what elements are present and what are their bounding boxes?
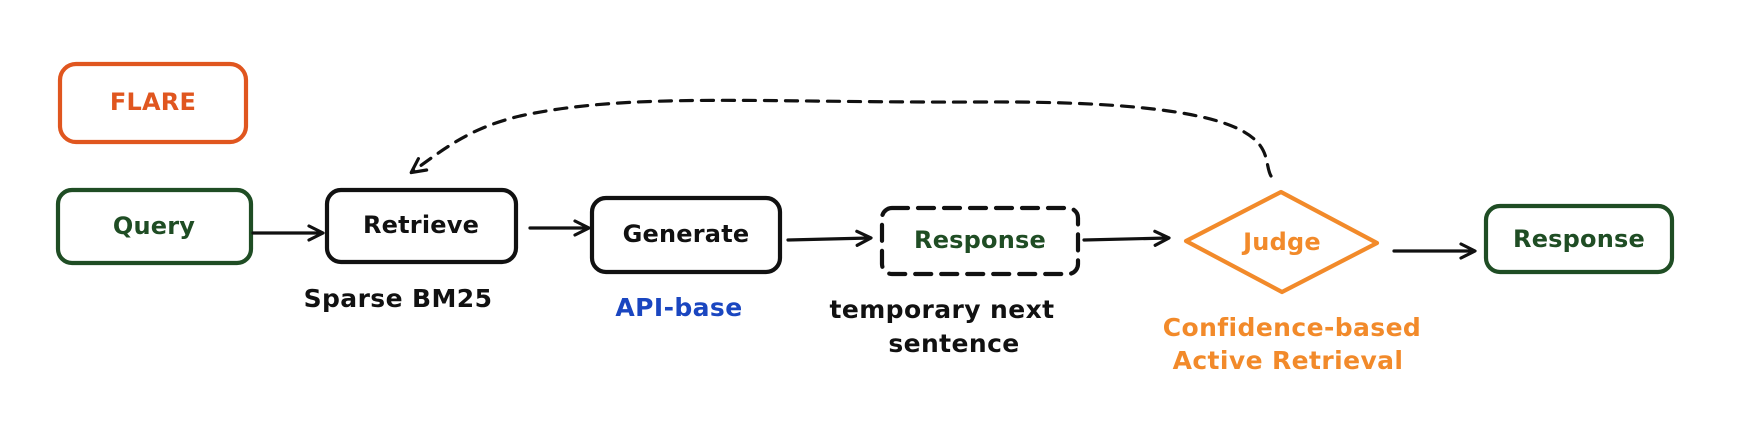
retrieve-caption: Sparse BM25 <box>304 284 493 313</box>
generate-label: Generate <box>623 220 750 248</box>
query-node: Query <box>55 187 254 266</box>
arrow-response-to-judge <box>1082 229 1171 247</box>
dashed-feedback-arrow <box>409 98 1273 178</box>
arrow-generate-to-response <box>786 229 873 247</box>
final-response-label: Response <box>1513 225 1645 253</box>
temp-response-caption-line1: temporary next <box>830 295 1055 324</box>
retrieve-label: Retrieve <box>363 211 479 239</box>
judge-caption-line1: Confidence-based <box>1163 313 1421 342</box>
judge-label: Judge <box>1241 228 1321 256</box>
final-response-node: Response <box>1483 203 1675 275</box>
temp-response-node: Response temporary next sentence <box>830 205 1081 358</box>
temp-response-label: Response <box>914 226 1046 254</box>
title-node: FLARE <box>57 61 249 145</box>
retrieve-node: Retrieve Sparse BM25 <box>304 187 519 313</box>
generate-node: Generate API-base <box>589 195 783 322</box>
generate-caption: API-base <box>615 293 742 322</box>
title-label: FLARE <box>110 88 196 116</box>
judge-caption-line2: Active Retrieval <box>1173 346 1404 375</box>
temp-response-caption-line2: sentence <box>888 329 1019 358</box>
query-label: Query <box>113 212 195 240</box>
judge-node: Judge Confidence-based Active Retrieval <box>1163 189 1421 375</box>
